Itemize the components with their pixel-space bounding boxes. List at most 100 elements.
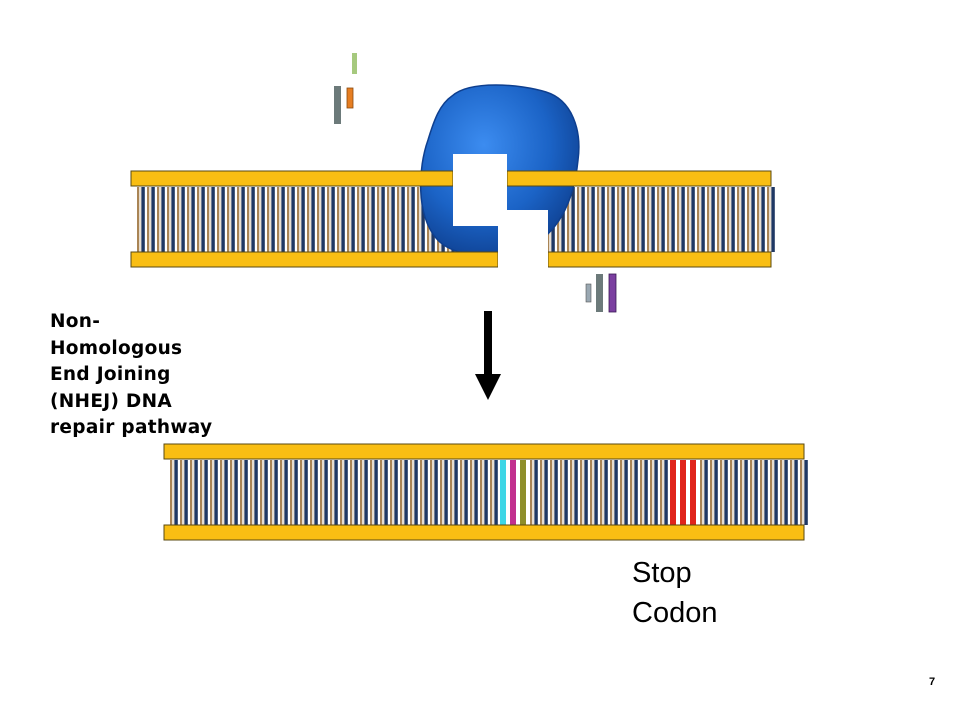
base-pair-mark — [317, 187, 320, 252]
base-pair-mark — [374, 460, 378, 525]
base-pair — [400, 460, 408, 525]
base-pair-mark — [784, 460, 788, 525]
base-pair-mark — [284, 460, 288, 525]
base-pair-mark — [264, 460, 268, 525]
base-pair — [430, 460, 438, 525]
base-pair-mark — [172, 460, 175, 525]
down-arrow-icon — [475, 311, 501, 400]
base-pair-mark — [342, 460, 345, 525]
base-pair — [767, 187, 775, 252]
base-pair-mark — [647, 187, 650, 252]
base-pair — [360, 460, 368, 525]
base-pair — [660, 460, 668, 525]
base-pair-mark — [602, 460, 605, 525]
base-pair-mark — [197, 187, 200, 252]
page-number: 7 — [928, 676, 936, 688]
base-pair-mark — [629, 187, 632, 252]
base-pair — [520, 460, 526, 525]
base-pair-mark — [624, 460, 628, 525]
base-pair-mark — [309, 187, 312, 252]
base-pair-mark — [204, 460, 208, 525]
nuclease-blob-icon — [130, 84, 772, 270]
base-pair-mark — [637, 187, 640, 252]
base-pair-mark — [484, 460, 488, 525]
base-pair — [500, 460, 506, 525]
base-pair-mark — [639, 187, 642, 252]
base-pair-mark — [589, 187, 592, 252]
base-pair — [730, 460, 738, 525]
base-pair-mark — [500, 460, 506, 525]
base-pair — [240, 460, 248, 525]
base-pair-mark — [440, 460, 443, 525]
base-pair-mark — [460, 460, 463, 525]
base-pair-mark — [354, 460, 358, 525]
base-pair-mark — [402, 460, 405, 525]
base-pair-mark — [611, 187, 615, 252]
base-pair-mark — [470, 460, 473, 525]
base-pair-mark — [399, 187, 402, 252]
base-pair-mark — [740, 460, 743, 525]
base-pair-mark — [634, 460, 638, 525]
base-pair-mark — [510, 460, 516, 525]
base-pair — [750, 460, 758, 525]
base-pair-mark — [749, 187, 752, 252]
base-pair — [677, 187, 685, 252]
base-pair-mark — [192, 460, 195, 525]
base-pair-mark — [371, 187, 375, 252]
base-pair — [530, 460, 538, 525]
fragment-mark — [334, 86, 341, 124]
base-pair-mark — [230, 460, 233, 525]
base-pair-mark — [359, 187, 362, 252]
base-pair-mark — [214, 460, 218, 525]
base-pair-mark — [592, 460, 595, 525]
base-pair — [740, 460, 748, 525]
base-pair-mark — [752, 460, 755, 525]
base-pair-mark — [229, 187, 232, 252]
base-pair-mark — [247, 187, 250, 252]
base-pair-mark — [591, 187, 595, 252]
base-pair — [237, 187, 245, 252]
base-pair-mark — [361, 187, 365, 252]
base-pair-mark — [574, 460, 578, 525]
base-pair-mark — [454, 460, 458, 525]
base-pair-mark — [760, 460, 763, 525]
base-pair — [297, 187, 305, 252]
base-pair-mark — [614, 460, 618, 525]
base-pair — [210, 460, 218, 525]
base-pair-mark — [780, 460, 783, 525]
base-pair-mark — [532, 460, 535, 525]
base-pair — [337, 187, 345, 252]
base-pair — [307, 187, 315, 252]
base-pair — [367, 187, 375, 252]
base-pair-mark — [180, 460, 183, 525]
base-pair — [550, 460, 558, 525]
base-pair-mark — [654, 460, 658, 525]
base-pair-mark — [199, 187, 202, 252]
base-pair-mark — [299, 187, 302, 252]
base-pair-mark — [657, 187, 660, 252]
base-pair-mark — [581, 187, 585, 252]
base-pair-mark — [147, 187, 150, 252]
base-pair-mark — [227, 187, 230, 252]
base-pair-mark — [267, 187, 270, 252]
base-pair-mark — [190, 460, 193, 525]
base-pair-mark — [239, 187, 242, 252]
base-pair-mark — [307, 187, 310, 252]
base-pair-mark — [404, 460, 408, 525]
base-pair-mark — [290, 460, 293, 525]
base-pair-mark — [622, 460, 625, 525]
base-pair — [197, 187, 205, 252]
base-pair-mark — [331, 187, 335, 252]
base-pair — [587, 187, 595, 252]
base-pair-mark — [432, 460, 435, 525]
base-pair-mark — [322, 460, 325, 525]
base-pair-mark — [472, 460, 475, 525]
base-pair-mark — [709, 187, 712, 252]
base-pair-mark — [759, 187, 762, 252]
base-pair-mark — [711, 187, 715, 252]
base-pair-mark — [254, 460, 258, 525]
base-pair-mark — [494, 460, 498, 525]
base-pair-mark — [690, 460, 696, 525]
base-pair-mark — [619, 187, 622, 252]
